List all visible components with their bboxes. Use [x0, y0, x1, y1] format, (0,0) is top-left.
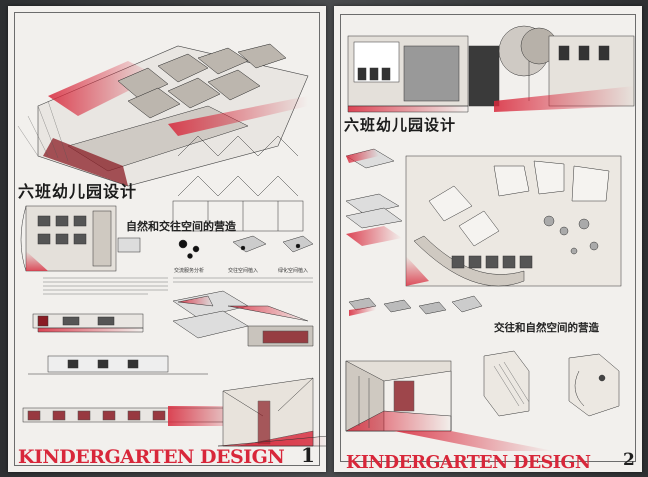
small-perspective-studies	[345, 148, 403, 246]
analysis-diagrams	[117, 235, 314, 259]
site-plan-drawing	[20, 205, 117, 272]
exterior-perspective-drawing	[347, 25, 635, 113]
interior-perspective-drawing	[345, 360, 554, 451]
caption-green-space: 绿化空间植入	[278, 268, 309, 274]
board-2-number: 2	[623, 450, 635, 470]
roof-plan-drawing	[172, 135, 304, 232]
elevation-drawings	[28, 313, 208, 375]
board-2-subtitle: 交往和自然空间的营造	[494, 322, 599, 334]
board-1-drawings	[17, 43, 326, 447]
board-1-subtitle: 自然和交往空间的营造	[126, 220, 236, 233]
caption-social-space: 交往空间植入	[228, 268, 259, 274]
interior-perspective	[217, 377, 326, 447]
board-1-title: 六班幼儿园设计	[18, 182, 138, 201]
board-2-title: 六班幼儿园设计	[344, 116, 457, 134]
aerial-perspective-drawing	[17, 43, 309, 187]
caption-service-analysis: 交流服务分析	[174, 268, 205, 274]
board-1-number: 1	[301, 443, 315, 467]
board-1-design-text: KINDERGARTEN DESIGN	[18, 446, 285, 468]
block-diagrams	[348, 295, 483, 316]
board-2-drawings	[345, 25, 635, 451]
street-elevation	[22, 406, 244, 426]
main-floor-plan	[405, 155, 622, 287]
description-text-lines	[43, 277, 313, 295]
poster-board-2: 六班幼儿园设计 交往和自然空间的营造 KINDERGARTEN DESIGN 2	[334, 6, 642, 472]
board-2-design-text: KINDERGARTEN DESIGN	[346, 453, 591, 472]
poster-board-1: 六班幼儿园设计 自然和交往空间的营造 交流服务分析 交往空间植入 绿化空间植入 …	[8, 6, 326, 472]
unit-plans	[483, 350, 620, 417]
perspective-studies	[172, 290, 314, 347]
